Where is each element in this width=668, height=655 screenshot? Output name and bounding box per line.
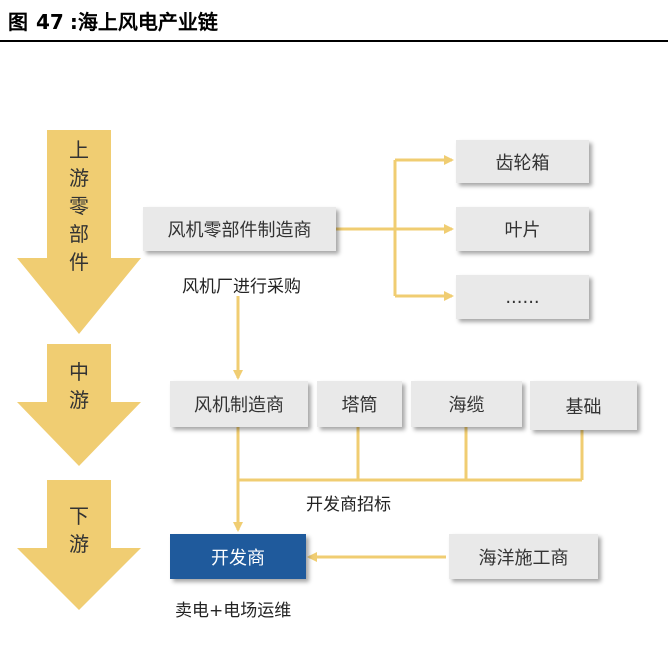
turbine-maker-box: 风机制造商 (170, 381, 308, 427)
procurement-note: 风机厂进行采购 (182, 277, 301, 297)
revenue-note: 卖电+电场运维 (175, 601, 292, 621)
tender-note: 开发商招标 (306, 495, 391, 515)
developer-box: 开发商 (170, 534, 306, 579)
blade-box: 叶片 (456, 207, 589, 251)
component-connectors (336, 155, 454, 301)
figure-title-prefix: 图 (8, 10, 28, 34)
figure-title-separator: : (69, 10, 78, 34)
more-components-box: ...... (456, 275, 589, 319)
stage-label-midstream: 中游 (69, 360, 89, 412)
figure-title: 图 47:海上风电产业链 (8, 6, 218, 35)
foundation-box: 基础 (530, 381, 637, 430)
stage-label-upstream: 上游零部件 (69, 138, 89, 274)
figure-number: 47 (36, 10, 64, 34)
stage-arrow-midstream (17, 344, 141, 466)
offshore-construction-box: 海洋施工商 (449, 534, 598, 579)
gearbox-box: 齿轮箱 (456, 140, 589, 183)
title-rule (0, 40, 668, 42)
stage-arrow-downstream (17, 480, 141, 610)
tender-connectors (233, 427, 584, 532)
stage-arrow-upstream (17, 130, 141, 334)
stage-label-downstream: 下游 (69, 504, 89, 556)
component-maker-box: 风机零部件制造商 (143, 207, 336, 251)
tower-box: 塔筒 (317, 381, 402, 427)
cable-box: 海缆 (411, 381, 522, 427)
figure-title-text: 海上风电产业链 (77, 10, 218, 34)
